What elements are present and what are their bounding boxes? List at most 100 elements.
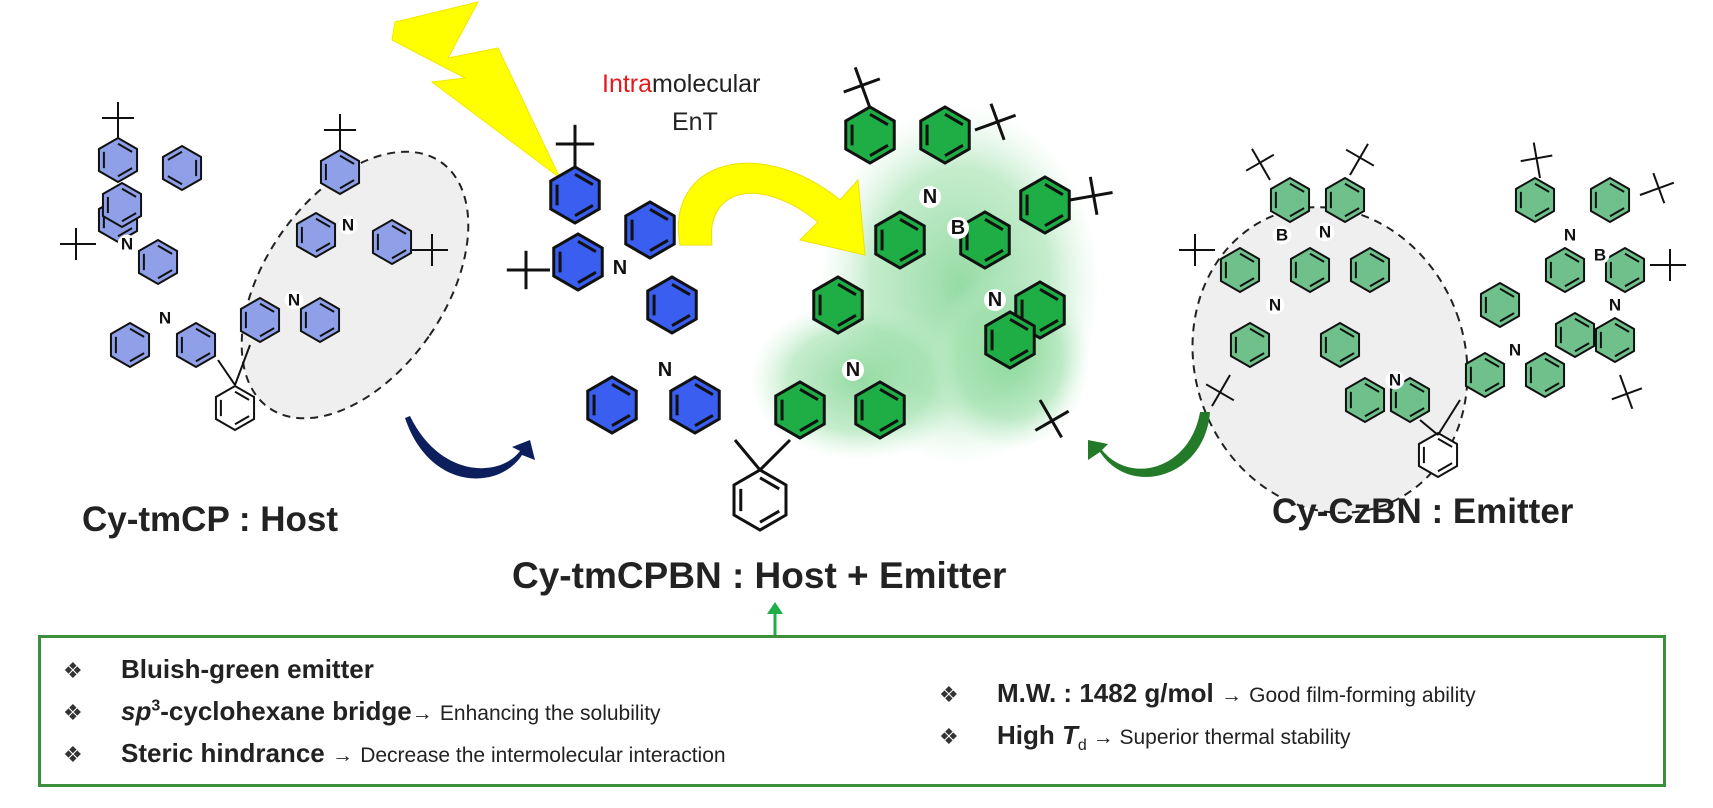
double-bond [879,387,899,401]
double-bond [984,249,1004,263]
bond [1211,391,1221,407]
bond [217,359,236,386]
double-bond [577,239,597,253]
bond [853,66,864,86]
bond [1536,154,1553,160]
bond [1437,399,1461,436]
double-bond [1364,382,1380,393]
double-bond [694,382,714,396]
ent-label: EnT [672,108,718,136]
double-bond [1499,312,1515,323]
double-bond [1609,207,1625,218]
feature-sp3-bridge: ❖sp3-cyclohexane bridge→ Enhancing the s… [63,696,661,726]
double-bond [1609,182,1625,193]
nitrogen-atom: N [846,359,860,381]
double-bond [879,419,899,433]
emitter-label: Cy-CzBN : Emitter [1272,492,1574,531]
double-bond [611,414,631,428]
double-bond [1364,407,1380,418]
double-bond [1009,349,1029,363]
nitrogen-atom: N [1564,226,1576,245]
atom-mask [284,290,304,310]
atom-mask [1505,340,1525,360]
atom-mask [1605,295,1625,315]
double-bond [1534,207,1550,218]
atom-mask [654,359,676,381]
double-bond [869,144,889,158]
double-bond [117,142,133,153]
feature-molecular-weight: ❖M.W. : 1482 g/mol → Good film-forming a… [939,678,1476,708]
nitrogen-atom: N [1319,223,1331,242]
double-bond [944,112,964,126]
double-bond [1249,327,1265,338]
features-box: ❖Bluish-green emitter ❖sp3-cyclohexane b… [38,635,1666,787]
atom-mask [155,308,175,328]
bullet-icon: ❖ [63,701,83,726]
double-bond [799,419,819,433]
atom-mask [338,215,358,235]
double-bond [671,314,691,328]
double-bond [315,217,331,228]
bond [996,121,1006,141]
double-bond [1044,182,1064,196]
double-bond [391,224,407,235]
bond [1069,194,1094,202]
double-bond [1614,322,1630,333]
host-emitter-label: Cy-tmCPBN : Host + Emitter [512,555,1007,596]
double-bond [1339,327,1355,338]
emitter-to-center-arrow [1088,412,1210,477]
double-bond [944,144,964,158]
double-bond [759,476,780,491]
double-bond [1289,182,1305,193]
bond [1259,153,1275,164]
double-bond [1369,277,1385,288]
double-bond [1409,382,1425,393]
double-bond [1437,462,1453,473]
bond [1619,374,1628,395]
bullet-icon: ❖ [63,659,83,684]
atom-mask [947,217,969,239]
double-bond [1409,407,1425,418]
double-bond [259,327,275,338]
double-bond [315,242,331,253]
bond [1088,176,1096,197]
double-bond [1344,182,1360,193]
bond [1625,393,1634,410]
nitrogen-atom: N [342,216,354,235]
double-bond [869,112,889,126]
bond [1652,172,1660,189]
double-bond [234,390,250,401]
feature-bluish-green: ❖Bluish-green emitter [63,654,374,684]
bond [758,438,792,472]
bond [733,439,762,471]
double-bond [1289,207,1305,218]
double-bond [195,352,211,363]
bond [1657,187,1666,204]
bond [861,77,881,87]
double-bond [167,175,183,186]
bullet-icon: ❖ [939,683,959,708]
double-bond [1044,214,1064,228]
nitrogen-atom: N [1509,341,1521,360]
double-bond [1574,317,1590,328]
double-bond [1039,319,1059,333]
bond [1535,158,1541,179]
lightning-bolt [391,1,561,179]
double-bond [1249,352,1265,363]
double-bond [899,249,919,263]
boron-atom: B [951,217,965,239]
double-bond [129,327,145,338]
host-highlight-ellipse [240,150,470,420]
atom-mask [1272,225,1292,245]
double-bond [1544,382,1560,393]
bond [234,344,251,386]
atom-mask [1590,245,1610,265]
nitrogen-atom: N [1389,371,1401,390]
double-bond [1534,182,1550,193]
nitrogen-atom: N [923,186,937,208]
bond [1251,148,1261,164]
double-bond [121,187,137,198]
host-to-center-arrow [405,416,535,479]
double-bond [195,327,211,338]
